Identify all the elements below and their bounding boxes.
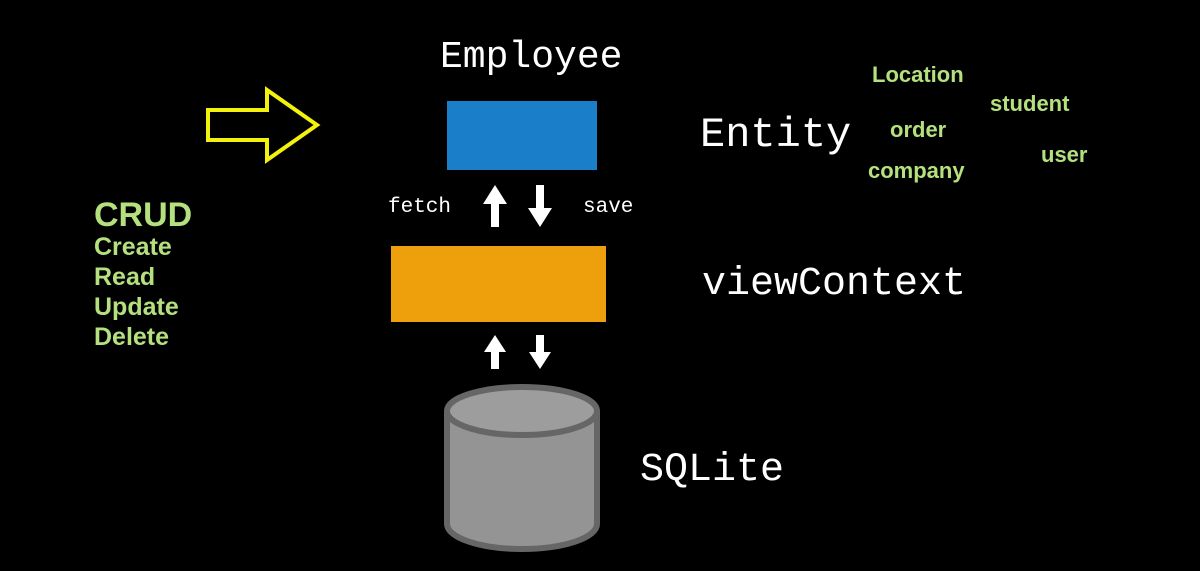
entity-example-user: user: [1041, 142, 1088, 167]
yellow-pointer-arrow-icon: [206, 86, 321, 164]
save-down-arrow-icon: [528, 185, 552, 227]
entity-example-location: Location: [872, 62, 964, 87]
sqlite-database-cylinder-icon: [444, 384, 600, 552]
view-context-box: [391, 246, 606, 322]
fetch-caption: fetch: [388, 196, 452, 219]
db-write-down-arrow-icon: [529, 335, 551, 369]
entity-example-order: order: [890, 117, 947, 142]
fetch-up-arrow-icon: [483, 185, 507, 227]
crud-item-create: Create: [94, 233, 172, 261]
crud-title: CRUD: [94, 196, 193, 234]
crud-item-delete: Delete: [94, 323, 170, 351]
employee-label: Employee: [440, 36, 623, 79]
entity-example-student: student: [990, 91, 1070, 116]
crud-legend: CRUD Create Read Update Delete: [94, 198, 192, 352]
view-context-label: viewContext: [702, 262, 967, 307]
entity-label: Entity: [700, 111, 852, 159]
sqlite-label: SQLite: [640, 448, 785, 493]
employee-entity-box: [447, 101, 597, 170]
crud-item-read: Read: [94, 263, 156, 291]
save-caption: save: [583, 196, 634, 219]
db-read-up-arrow-icon: [484, 335, 506, 369]
crud-item-update: Update: [94, 293, 179, 321]
entity-example-company: company: [868, 158, 965, 183]
